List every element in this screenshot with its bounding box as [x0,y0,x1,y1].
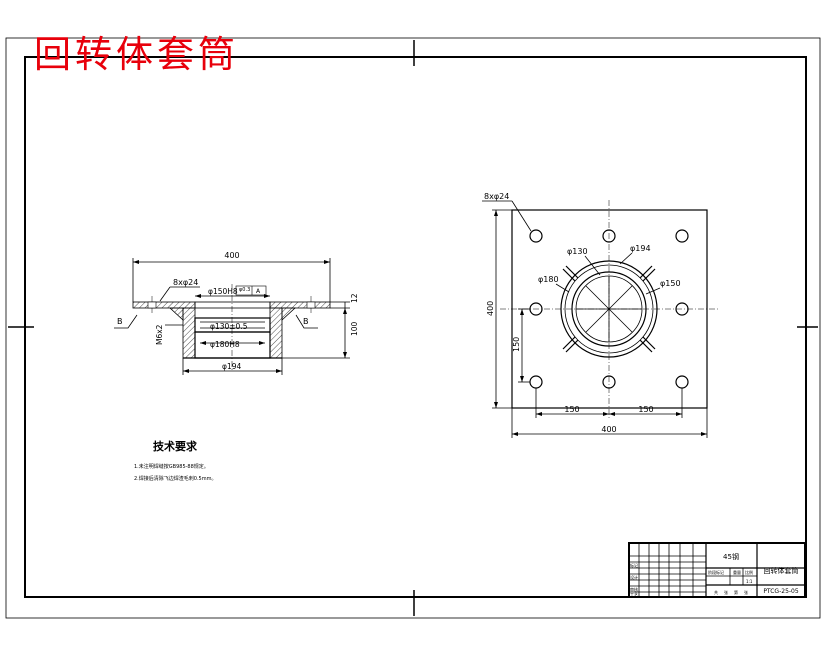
section-bore-130: φ130±0.5 [210,322,248,331]
notes-item-2: 2.焊接后清除飞边焊渣毛刺0.5mm。 [134,475,216,482]
section-mark-right: B [303,317,309,326]
tb-material: 45钢 [723,552,739,561]
section-hole-callout: 8xφ24 [173,278,198,287]
tb-row-label-2: 设计 [630,574,638,580]
tb-scale: 1:1 [746,579,753,584]
plan-dim-150-v: 150 [512,337,521,352]
plan-ribs [562,265,656,353]
sheet-outer-border [5,37,821,619]
tb-weight-header: 重量 [733,569,741,575]
tb-drawing-no: PTCG-25-05 [763,588,799,595]
plan-dia-180: φ180 [538,275,559,284]
section-thread: M6x2 [155,324,164,345]
tb-scale-header: 比例 [745,569,753,575]
plan-dim-400-v: 400 [486,301,495,316]
tb-stage-header: 阶段标记 [708,569,724,575]
tb-sheet-2: 张 [724,589,728,595]
tb-sheet-4: 张 [744,589,748,595]
section-view: 400 8xφ24 φ150H8 φ0.3 A φ1 [114,251,359,375]
plan-dim-150-h2: 150 [638,405,653,414]
technical-notes: 技术要求 1.未注明焊缝按GB985-88规定。 2.焊接后清除飞边焊渣毛刺0.… [134,439,216,482]
section-outer-194: φ194 [222,362,241,371]
plan-dim-400-h: 400 [601,425,616,434]
section-tol-letter: A [256,288,261,295]
section-dim-12: 12 [350,293,359,303]
tb-row-label-3: 审核 [630,586,638,592]
tb-row-label-1: 标记 [630,562,638,568]
tb-sheet-1: 共 [714,589,718,595]
plan-dim-150-h1: 150 [564,405,579,414]
tb-part-name: 回转体套筒 [764,566,799,575]
sheet-frame [24,56,807,598]
section-mark-left: B [117,317,123,326]
notes-heading: 技术要求 [153,439,198,453]
section-tol-note: φ0.3 [239,287,250,293]
section-bore-150: φ150H8 [208,287,238,296]
plan-hole-callout: 8xφ24 [484,192,509,201]
tb-row-label-4: 工艺 [630,592,638,597]
section-bore-180: φ180H8 [210,340,240,349]
plan-dia-130: φ130 [567,247,588,256]
plan-dia-150: φ150 [660,279,681,288]
plan-dia-194: φ194 [630,244,651,253]
tb-sheet-3: 第 [734,589,738,595]
centering-marks [8,40,818,616]
section-dim-400: 400 [224,251,239,260]
notes-item-1: 1.未注明焊缝按GB985-88规定。 [134,463,209,470]
title-block: 标记 设计 审核 工艺 45钢 回转体套筒 PTCG-25-05 阶段标记 重量… [628,542,806,598]
drawing-title: 回转体套筒 [34,33,239,76]
plan-view: φ130 φ194 φ180 φ150 8xφ24 400 150 [482,192,718,438]
section-dim-100: 100 [350,321,359,336]
